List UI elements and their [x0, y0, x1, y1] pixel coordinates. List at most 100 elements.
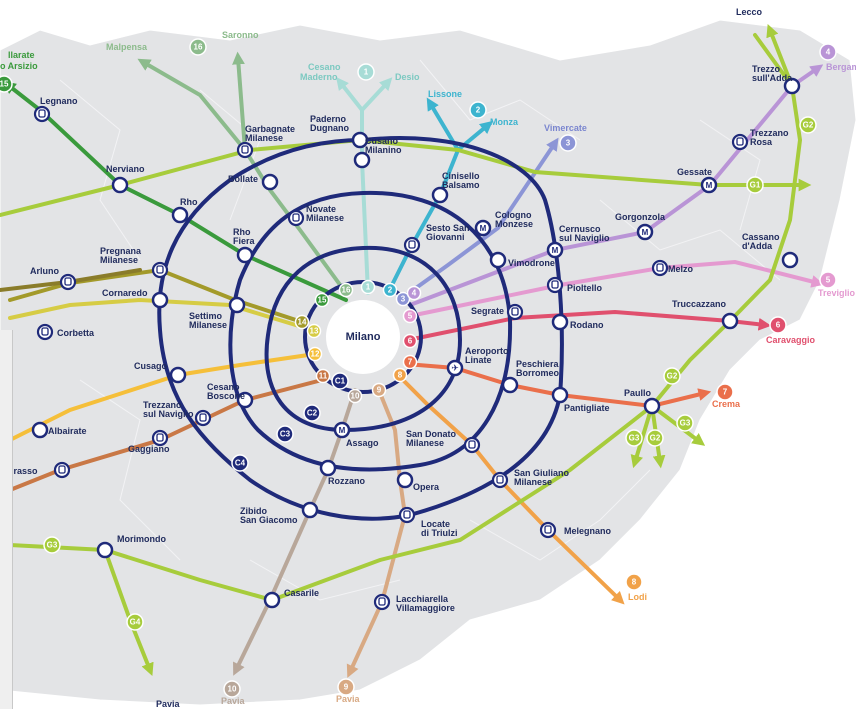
destination-cesano1[interactable]: Cesano	[308, 62, 341, 72]
station-node-locate[interactable]	[398, 506, 416, 524]
line-badge-s7[interactable]: 7	[402, 354, 418, 370]
line-badge-b8[interactable]: 8	[625, 573, 643, 591]
line-badge-s6[interactable]: 6	[402, 333, 418, 349]
line-badge-bG2c[interactable]: G2	[646, 429, 664, 447]
line-badge-s5[interactable]: 5	[402, 308, 418, 324]
destination-malpensa[interactable]: Malpensa	[106, 42, 148, 52]
station-node-cusano[interactable]	[353, 151, 371, 169]
destination-crema[interactable]: Crema	[712, 399, 741, 409]
line-badge-bG2[interactable]: G2	[799, 116, 817, 134]
line-badge-b3[interactable]: 3	[559, 134, 577, 152]
station-node-rho[interactable]	[171, 206, 189, 224]
destination-gallarate[interactable]: llarate	[8, 50, 35, 60]
station-node-pioltello[interactable]	[546, 276, 564, 294]
line-badge-s15[interactable]: 15	[314, 292, 330, 308]
station-node-rhofiera[interactable]	[236, 246, 254, 264]
destination-pavia9[interactable]: Pavia	[336, 694, 361, 704]
station-node-cesano_b[interactable]	[236, 391, 254, 409]
line-badge-s4[interactable]: 4	[406, 285, 422, 301]
station-node-paullo[interactable]	[643, 397, 661, 415]
line-badge-s11[interactable]: 11	[315, 368, 331, 384]
line-badge-bC1[interactable]: C1	[331, 372, 349, 390]
line-badge-s16[interactable]: 16	[338, 282, 354, 298]
line-badge-b16[interactable]: 16	[189, 38, 207, 56]
line-badge-s14[interactable]: 14	[294, 314, 310, 330]
line-badge-s2[interactable]: 2	[382, 282, 398, 298]
station-node-vimodrone[interactable]	[489, 251, 507, 269]
line-badge-b15[interactable]: 15	[0, 75, 13, 93]
station-node-sestosg[interactable]	[403, 236, 421, 254]
line-badge-bG2b[interactable]: G2	[663, 367, 681, 385]
destination-caravaggio[interactable]: Caravaggio	[766, 335, 816, 345]
line-badge-s12[interactable]: 12	[307, 346, 323, 362]
station-node-trezzo[interactable]	[783, 77, 801, 95]
destination-busto[interactable]: o Arsizio	[0, 61, 38, 71]
line-badge-b6[interactable]: 6	[769, 316, 787, 334]
line-badge-b1[interactable]: 1	[357, 63, 375, 81]
line-badge-bG4[interactable]: G4	[126, 613, 144, 631]
station-node-pantigliate[interactable]	[551, 386, 569, 404]
line-badge-b10[interactable]: 10	[223, 680, 241, 698]
station-node-assago[interactable]: M	[333, 421, 351, 439]
station-node-trezzano_rosa[interactable]	[731, 133, 749, 151]
station-node-trezzano_n[interactable]	[194, 409, 212, 427]
station-node-gorgonzola[interactable]: M	[636, 223, 654, 241]
station-node-casarile[interactable]	[263, 591, 281, 609]
station-node-arluno[interactable]	[59, 273, 77, 291]
station-node-pregnana[interactable]	[151, 261, 169, 279]
station-node-legnano[interactable]	[33, 105, 51, 123]
station-node-cologno[interactable]: M	[474, 219, 492, 237]
line-badge-b9[interactable]: 9	[337, 678, 355, 696]
station-node-rodano[interactable]	[551, 313, 569, 331]
station-node-aeroporto[interactable]: ✈	[446, 359, 464, 377]
line-badge-bG3c[interactable]: G3	[676, 414, 694, 432]
line-badge-b7[interactable]: 7	[716, 383, 734, 401]
station-node-rozzano[interactable]	[319, 459, 337, 477]
line-badge-bG3[interactable]: G3	[43, 536, 61, 554]
line-badge-bC2[interactable]: C2	[303, 404, 321, 422]
destination-pavia10[interactable]: Pavia	[221, 696, 246, 706]
station-node-melzo[interactable]	[651, 259, 669, 277]
station-node-settimo[interactable]	[228, 296, 246, 314]
line-badge-s3[interactable]: 3	[395, 291, 411, 307]
station-node-cornaredo[interactable]	[151, 291, 169, 309]
station-node-morimondo[interactable]	[96, 541, 114, 559]
station-node-melegnano[interactable]	[539, 521, 557, 539]
destination-monza[interactable]: Monza	[490, 117, 519, 127]
station-node-zibido[interactable]	[301, 501, 319, 519]
station-node-paderno[interactable]	[351, 131, 369, 149]
destination-lodi[interactable]: Lodi	[628, 592, 647, 602]
station-node-novate[interactable]	[287, 209, 305, 227]
line-badge-s1[interactable]: 1	[360, 279, 376, 295]
destination-bergamo[interactable]: Bergam	[826, 62, 856, 72]
station-node-gessate[interactable]: M	[700, 176, 718, 194]
station-node-albairate[interactable]	[31, 421, 49, 439]
line-badge-s10[interactable]: 10	[347, 388, 363, 404]
line-badge-bG1[interactable]: G1	[746, 176, 764, 194]
destination-saronno[interactable]: Saronno	[222, 30, 259, 40]
destination-cesano2[interactable]: Maderno	[300, 72, 338, 82]
destination-desio[interactable]: Desio	[395, 72, 420, 82]
destination-vimercate[interactable]: Vimercate	[544, 123, 587, 133]
station-node-lacchiarella[interactable]	[373, 593, 391, 611]
station-node-abbiategrasso[interactable]	[53, 461, 71, 479]
line-badge-s13[interactable]: 13	[306, 323, 322, 339]
station-node-nerviano[interactable]	[111, 176, 129, 194]
station-node-gaggiano[interactable]	[151, 429, 169, 447]
station-node-opera[interactable]	[396, 471, 414, 489]
station-node-bollate[interactable]	[261, 173, 279, 191]
line-badge-b5[interactable]: 5	[819, 271, 837, 289]
station-node-sandonato[interactable]	[463, 436, 481, 454]
line-badge-b4[interactable]: 4	[819, 43, 837, 61]
destination-lissone[interactable]: Lissone	[428, 89, 462, 99]
line-badge-b2[interactable]: 2	[469, 101, 487, 119]
line-badge-bC4[interactable]: C4	[231, 454, 249, 472]
station-node-cusago[interactable]	[169, 366, 187, 384]
station-node-peschiera[interactable]	[501, 376, 519, 394]
station-node-cernusco[interactable]: M	[546, 241, 564, 259]
station-node-sangiuliano[interactable]	[491, 471, 509, 489]
destination-lecco[interactable]: Lecco	[736, 7, 763, 17]
destination-pavia-g[interactable]: Pavia	[156, 699, 181, 709]
station-node-cassano[interactable]	[781, 251, 799, 269]
line-badge-s8[interactable]: 8	[392, 367, 408, 383]
